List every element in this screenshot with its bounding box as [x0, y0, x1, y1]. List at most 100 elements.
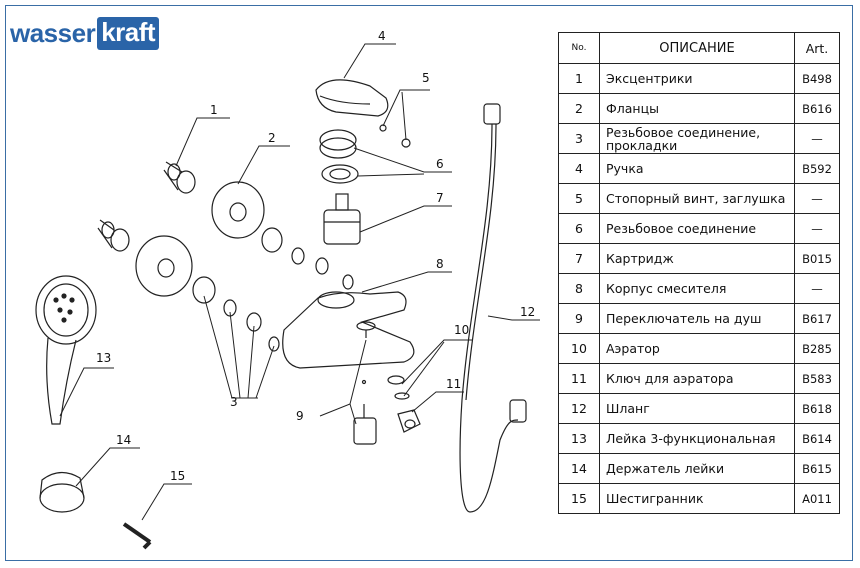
cell-art: —	[794, 123, 840, 154]
callout-2: 2	[268, 131, 276, 145]
callout-7: 7	[436, 191, 444, 205]
cell-description: Ручка	[599, 153, 795, 184]
cell-art: B285	[794, 333, 840, 364]
cell-art: B583	[794, 363, 840, 394]
cell-art: B618	[794, 393, 840, 424]
cell-art: A011	[794, 483, 840, 514]
callout-12: 12	[520, 305, 535, 319]
cell-description: Шланг	[599, 393, 795, 424]
part-diverter	[353, 321, 377, 445]
cell-no: 3	[558, 123, 600, 154]
cell-art: —	[794, 213, 840, 244]
brand-name-part2: kraft	[97, 16, 160, 50]
callout-11: 11	[446, 377, 461, 391]
part-eccentric-lower	[97, 219, 130, 252]
cell-no: 9	[558, 303, 600, 334]
cell-no: 15	[558, 483, 600, 514]
cell-no: 7	[558, 243, 600, 274]
part-flange-lower	[135, 235, 193, 297]
cell-description: Резьбовое соединение, прокладки	[599, 123, 795, 154]
callout-13: 13	[96, 351, 111, 365]
cell-art: B615	[794, 453, 840, 484]
cell-art: B614	[794, 423, 840, 454]
cell-no: 8	[558, 273, 600, 304]
cell-art: —	[794, 273, 840, 304]
part-aerator	[387, 375, 410, 400]
part-handle	[315, 79, 389, 117]
callout-8: 8	[436, 257, 444, 271]
cell-no: 2	[558, 93, 600, 124]
header-no: No.	[558, 32, 600, 64]
part-shower-head	[35, 275, 97, 425]
callout-10: 10	[454, 323, 469, 337]
cell-description: Резьбовое соединение	[599, 213, 795, 244]
part-shower-holder	[39, 471, 85, 513]
part-threaded-connections	[192, 227, 354, 352]
callout-6: 6	[436, 157, 444, 171]
cell-no: 12	[558, 393, 600, 424]
cell-art: B616	[794, 93, 840, 124]
cell-description: Переключатель на душ	[599, 303, 795, 334]
cell-description: Эксцентрики	[599, 63, 795, 94]
cell-description: Ключ для аэратора	[599, 363, 795, 394]
cell-no: 6	[558, 213, 600, 244]
cell-description: Шестигранник	[599, 483, 795, 514]
callout-leaders	[59, 43, 540, 521]
callout-4: 4	[378, 29, 386, 43]
part-threaded-rings	[319, 129, 359, 184]
header-art: Art.	[794, 32, 840, 64]
callout-15: 15	[170, 469, 185, 483]
callout-5: 5	[422, 71, 430, 85]
callout-1: 1	[210, 103, 218, 117]
part-aerator-key	[397, 409, 421, 433]
cell-no: 10	[558, 333, 600, 364]
cell-description: Держатель лейки	[599, 453, 795, 484]
cell-description: Фланцы	[599, 93, 795, 124]
part-hex-key	[122, 522, 152, 550]
cell-no: 5	[558, 183, 600, 214]
cell-no: 1	[558, 63, 600, 94]
cell-description: Лейка 3-функциональная	[599, 423, 795, 454]
cell-description: Аэратор	[599, 333, 795, 364]
brand-name-part1: wasser	[10, 17, 96, 48]
callout-9: 9	[296, 409, 304, 423]
cell-art: B617	[794, 303, 840, 334]
cell-description: Картридж	[599, 243, 795, 274]
part-flange-upper	[211, 181, 265, 239]
part-eccentric-upper	[163, 161, 196, 194]
cell-no: 4	[558, 153, 600, 184]
cell-description: Корпус смесителя	[599, 273, 795, 304]
page-frame	[5, 5, 853, 561]
cell-art: B498	[794, 63, 840, 94]
part-cartridge	[323, 193, 361, 245]
callout-3: 3	[230, 395, 238, 409]
cell-art: —	[794, 183, 840, 214]
part-hose	[459, 103, 527, 513]
cell-art: B015	[794, 243, 840, 274]
cell-art: B592	[794, 153, 840, 184]
part-mixer-body	[282, 291, 415, 369]
cell-no: 13	[558, 423, 600, 454]
parts-table-header: No. ОПИСАНИЕ Art.	[558, 32, 840, 64]
cell-no: 14	[558, 453, 600, 484]
cell-description: Стопорный винт, заглушка	[599, 183, 795, 214]
callout-14: 14	[116, 433, 131, 447]
